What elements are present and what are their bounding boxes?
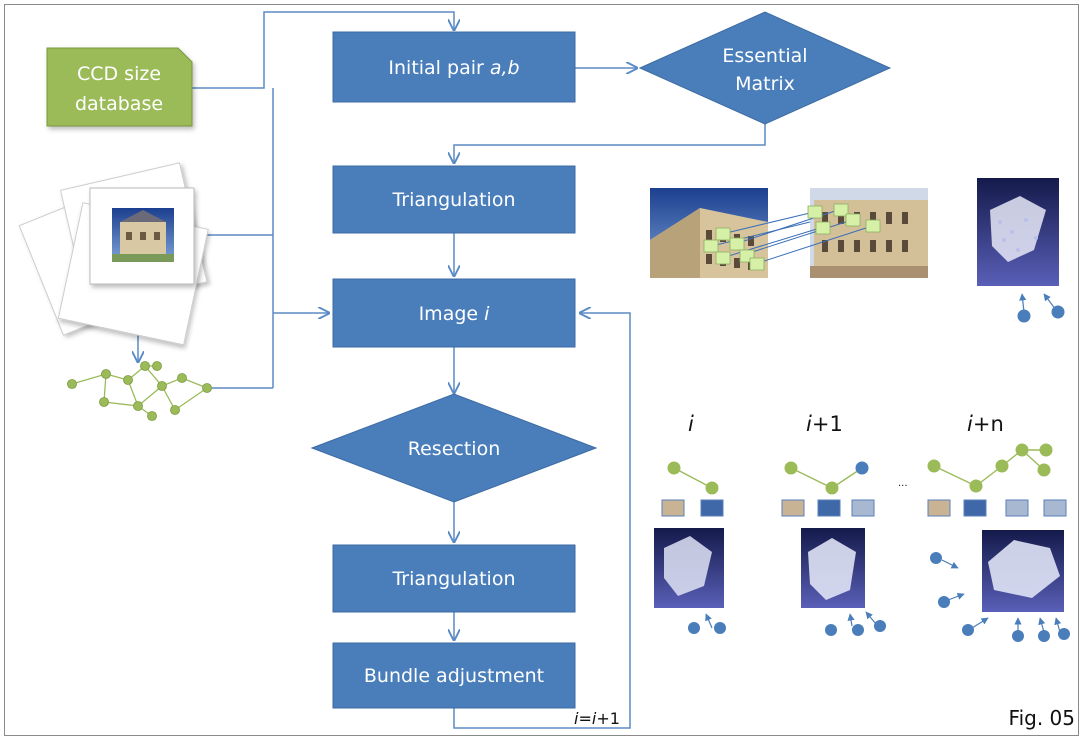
loop-var-1: i [574, 709, 579, 728]
essential-label-line2: Matrix [735, 73, 795, 95]
step-label-i-plus-n: i+n [967, 412, 1004, 436]
image-i-box: Image i [332, 278, 576, 348]
essential-matrix-diamond: Essential Matrix [638, 11, 892, 125]
ccd-label-line1: CCD size [77, 63, 161, 85]
ccd-label-line2: database [75, 93, 163, 115]
connector-lines [138, 11, 766, 729]
bundle-adjustment-label: Bundle adjustment [364, 665, 544, 687]
point-cloud-initial [977, 178, 1065, 323]
image-i-label: Image [419, 303, 485, 325]
ccd-database-note: CCD size database [46, 47, 193, 127]
initial-pair-vars: a,b [490, 57, 520, 79]
image-graph [67, 361, 212, 421]
triangulation-label-2: Triangulation [391, 568, 515, 590]
figure-label: Fig. 05 [1009, 706, 1075, 730]
initial-pair-box: Initial pair a,b [332, 31, 576, 103]
resection-diamond: Resection [310, 393, 598, 503]
step-label-i-plus-1: i+1 [806, 412, 843, 436]
steps-ellipsis: ... [898, 478, 908, 489]
figure-frame [4, 4, 1079, 736]
triangulation-box-1: Triangulation [332, 165, 576, 234]
svg-text:Initial pair a,b: Initial pair a,b [388, 57, 519, 79]
step-label-i: i [688, 412, 694, 436]
loop-var-2: i [592, 709, 597, 728]
image-i-var: i [484, 303, 490, 325]
loop-eq: = [578, 709, 591, 728]
resection-label: Resection [408, 438, 500, 460]
initial-pair-label: Initial pair [388, 57, 489, 79]
triangulation-box-2: Triangulation [332, 544, 576, 613]
loop-plus: +1 [596, 709, 620, 728]
feature-matching-illustration [650, 188, 928, 278]
incremental-steps: i i+1 i+n [654, 412, 1070, 642]
triangulation-label-1: Triangulation [391, 189, 515, 211]
essential-label-line1: Essential [722, 45, 807, 67]
loop-label: i=i+1 [574, 709, 620, 728]
bundle-adjustment-box: Bundle adjustment [332, 642, 576, 709]
svg-text:Image i: Image i [419, 303, 491, 325]
photo-stack [18, 162, 209, 346]
